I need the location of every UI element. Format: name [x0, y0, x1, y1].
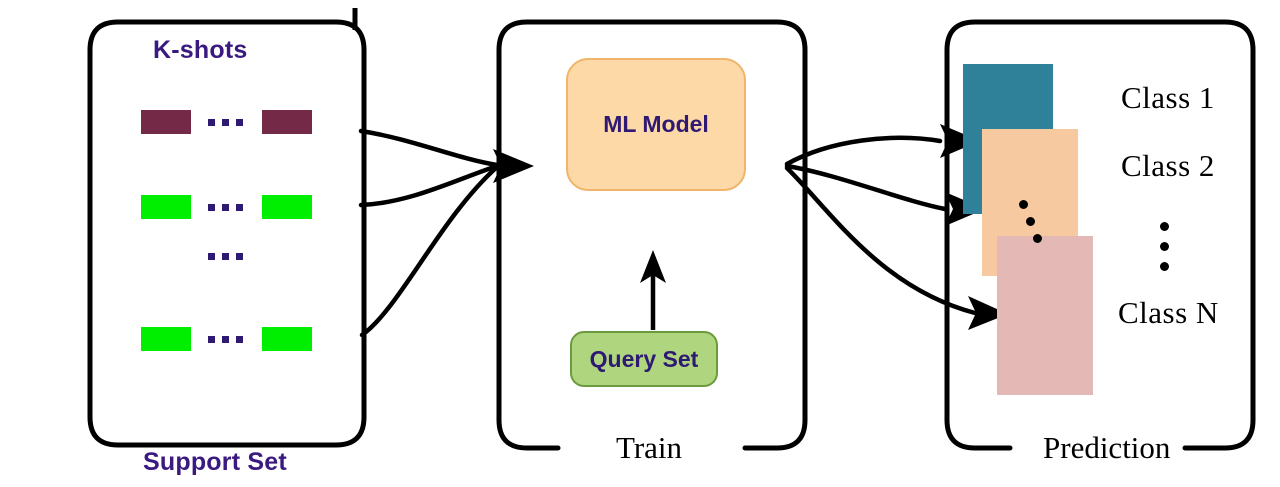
model-to-classN-arrowhead	[968, 296, 1008, 330]
support-swatch-green-right	[262, 195, 312, 219]
prediction-class-1-label: Class 1	[1121, 80, 1215, 115]
support-to-model-curve-2	[358, 163, 500, 208]
model-to-class1-curve	[784, 135, 943, 167]
support-row2-ellipsis	[208, 204, 243, 211]
support-set-footer-label: Support Set	[143, 448, 287, 476]
prediction-panel-footer-label: Prediction	[1043, 430, 1171, 465]
prediction-rect-class-n	[997, 236, 1093, 395]
prediction-stack-diagonal-ellipsis	[1019, 200, 1055, 246]
support-to-model-curve-1	[358, 128, 500, 168]
query-set-box[interactable]: Query Set	[570, 331, 718, 387]
query-to-model-arrow	[640, 250, 666, 330]
prediction-class-2-label: Class 2	[1121, 148, 1215, 183]
support-swatch-green-left-last	[141, 327, 191, 351]
support-set-heading: K-shots	[153, 36, 248, 64]
support-rows-ellipsis	[208, 253, 243, 260]
prediction-class-n-label: Class N	[1118, 295, 1219, 330]
support-swatch-maroon-right	[262, 110, 312, 134]
support-swatch-maroon-left	[141, 110, 191, 134]
support-row4-ellipsis	[208, 336, 243, 343]
support-swatch-green-right-last	[262, 327, 312, 351]
prediction-panel-outline	[944, 19, 1256, 451]
support-to-model-arrowhead	[493, 149, 534, 183]
prediction-classes-vertical-ellipsis	[1160, 222, 1169, 271]
model-to-classN-curve	[784, 165, 978, 316]
support-swatch-green-left	[141, 195, 191, 219]
query-set-label: Query Set	[589, 345, 699, 372]
model-to-class2-curve	[784, 163, 948, 212]
model-to-prediction-arrows	[784, 135, 978, 316]
train-panel-outline	[496, 19, 808, 451]
support-to-model-curve-3	[359, 164, 500, 338]
support-row1-ellipsis	[208, 119, 243, 126]
ml-model-label: ML Model	[603, 111, 709, 137]
model-to-class1-arrowhead	[940, 124, 980, 158]
support-to-model-arrows	[358, 128, 500, 338]
train-panel-footer-label: Train	[616, 430, 683, 465]
ml-model-box[interactable]: ML Model	[566, 58, 746, 191]
support-set-panel-outline	[87, 19, 367, 448]
